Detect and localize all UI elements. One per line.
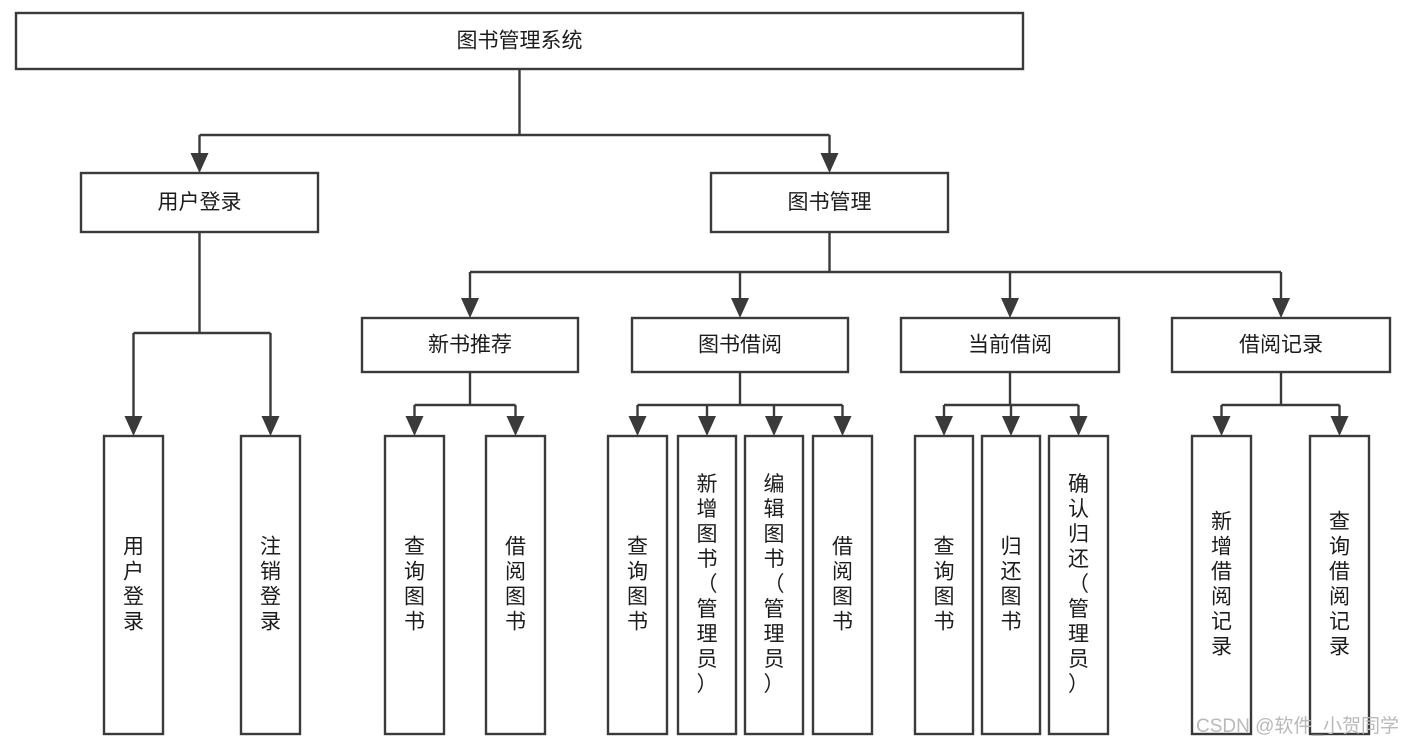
node-box	[630, 316, 850, 374]
node-label: 新增图书（管理员）	[697, 473, 718, 696]
node-box	[980, 434, 1042, 736]
node-label: 确认归还（管理员）	[1068, 473, 1089, 696]
nodes-layer: 图书管理系统用户登录图书管理新书推荐图书借阅当前借阅借阅记录用户登录注销登录查询…	[14, 11, 1392, 736]
node-label: 借阅图书	[832, 535, 853, 633]
node-leaf-query-book-1[interactable]: 查询图书	[383, 434, 446, 736]
node-label: 用户登录	[123, 535, 144, 633]
node-leaf-logout[interactable]: 注销登录	[239, 434, 302, 736]
node-leaf-edit-book[interactable]: 编辑图书（管理员）	[743, 434, 805, 736]
node-book-borrow[interactable]: 图书借阅	[630, 316, 850, 374]
arrow-head-icon	[506, 416, 525, 436]
arrow-head-icon	[698, 416, 716, 436]
arrow-head-icon	[1002, 416, 1020, 436]
node-box	[743, 434, 805, 736]
arrow-head-icon	[1212, 416, 1231, 436]
node-leaf-add-record[interactable]: 新增借阅记录	[1190, 434, 1253, 736]
arrow-head-icon	[405, 416, 424, 436]
node-leaf-confirm-return[interactable]: 确认归还（管理员）	[1047, 434, 1110, 736]
node-book-manage[interactable]: 图书管理	[709, 171, 950, 234]
node-label: 新书推荐	[428, 334, 512, 357]
node-user-login[interactable]: 用户登录	[79, 171, 320, 234]
node-label: 查询图书	[627, 535, 648, 633]
node-label: 图书借阅	[698, 334, 782, 357]
node-label: 当前借阅	[968, 334, 1052, 357]
node-label: 借阅图书	[505, 535, 526, 633]
node-box	[383, 434, 446, 736]
node-label: 查询图书	[404, 535, 425, 633]
node-label: 用户登录	[158, 191, 242, 214]
arrow-head-icon	[935, 416, 953, 436]
arrow-head-icon	[628, 416, 647, 436]
arrow-head-icon	[731, 298, 749, 318]
node-box	[899, 316, 1121, 374]
node-leaf-borrow-book-2[interactable]: 借阅图书	[811, 434, 874, 736]
node-label: 新增借阅记录	[1211, 510, 1232, 658]
node-label: 查询借阅记录	[1329, 510, 1350, 658]
node-box	[1190, 434, 1253, 736]
node-root[interactable]: 图书管理系统	[14, 11, 1025, 71]
node-box	[102, 434, 165, 736]
arrow-head-icon	[461, 298, 479, 318]
csdn-watermark: CSDN @软件_小贺同学	[1196, 715, 1399, 737]
node-box	[1170, 316, 1392, 374]
node-box	[14, 11, 1025, 71]
arrow-head-icon	[1069, 416, 1088, 436]
node-box	[79, 171, 320, 234]
node-box	[239, 434, 302, 736]
node-box	[811, 434, 874, 736]
node-label: 编辑图书（管理员）	[764, 473, 785, 696]
node-box	[606, 434, 669, 736]
connectors-layer	[124, 69, 1349, 436]
arrow-head-icon	[1272, 298, 1290, 318]
arrow-head-icon	[1330, 416, 1349, 436]
node-box	[1047, 434, 1110, 736]
node-box	[709, 171, 950, 234]
node-box	[360, 316, 580, 374]
node-label: 借阅记录	[1239, 334, 1323, 357]
arrow-head-icon	[261, 416, 280, 436]
node-leaf-add-book[interactable]: 新增图书（管理员）	[676, 434, 738, 736]
node-label: 查询图书	[934, 535, 955, 633]
node-leaf-query-book-2[interactable]: 查询图书	[606, 434, 669, 736]
node-leaf-borrow-book-1[interactable]: 借阅图书	[484, 434, 547, 736]
node-label: 注销登录	[260, 535, 281, 633]
node-current-borrow[interactable]: 当前借阅	[899, 316, 1121, 374]
arrow-head-icon	[1001, 298, 1019, 318]
node-box	[913, 434, 975, 736]
node-borrow-record[interactable]: 借阅记录	[1170, 316, 1392, 374]
node-new-book-rec[interactable]: 新书推荐	[360, 316, 580, 374]
node-box	[484, 434, 547, 736]
arrow-head-icon	[833, 416, 852, 436]
node-box	[676, 434, 738, 736]
node-leaf-query-record[interactable]: 查询借阅记录	[1308, 434, 1371, 736]
arrow-head-icon	[190, 153, 209, 173]
node-leaf-return-book[interactable]: 归还图书	[980, 434, 1042, 736]
arrow-head-icon	[124, 416, 143, 436]
node-label: 归还图书	[1001, 535, 1022, 633]
node-leaf-query-book-3[interactable]: 查询图书	[913, 434, 975, 736]
arrow-head-icon	[820, 153, 839, 173]
node-leaf-user-login[interactable]: 用户登录	[102, 434, 165, 736]
arrow-head-icon	[765, 416, 783, 436]
node-label: 图书管理	[788, 191, 872, 214]
node-box	[1308, 434, 1371, 736]
node-label: 图书管理系统	[457, 30, 583, 53]
